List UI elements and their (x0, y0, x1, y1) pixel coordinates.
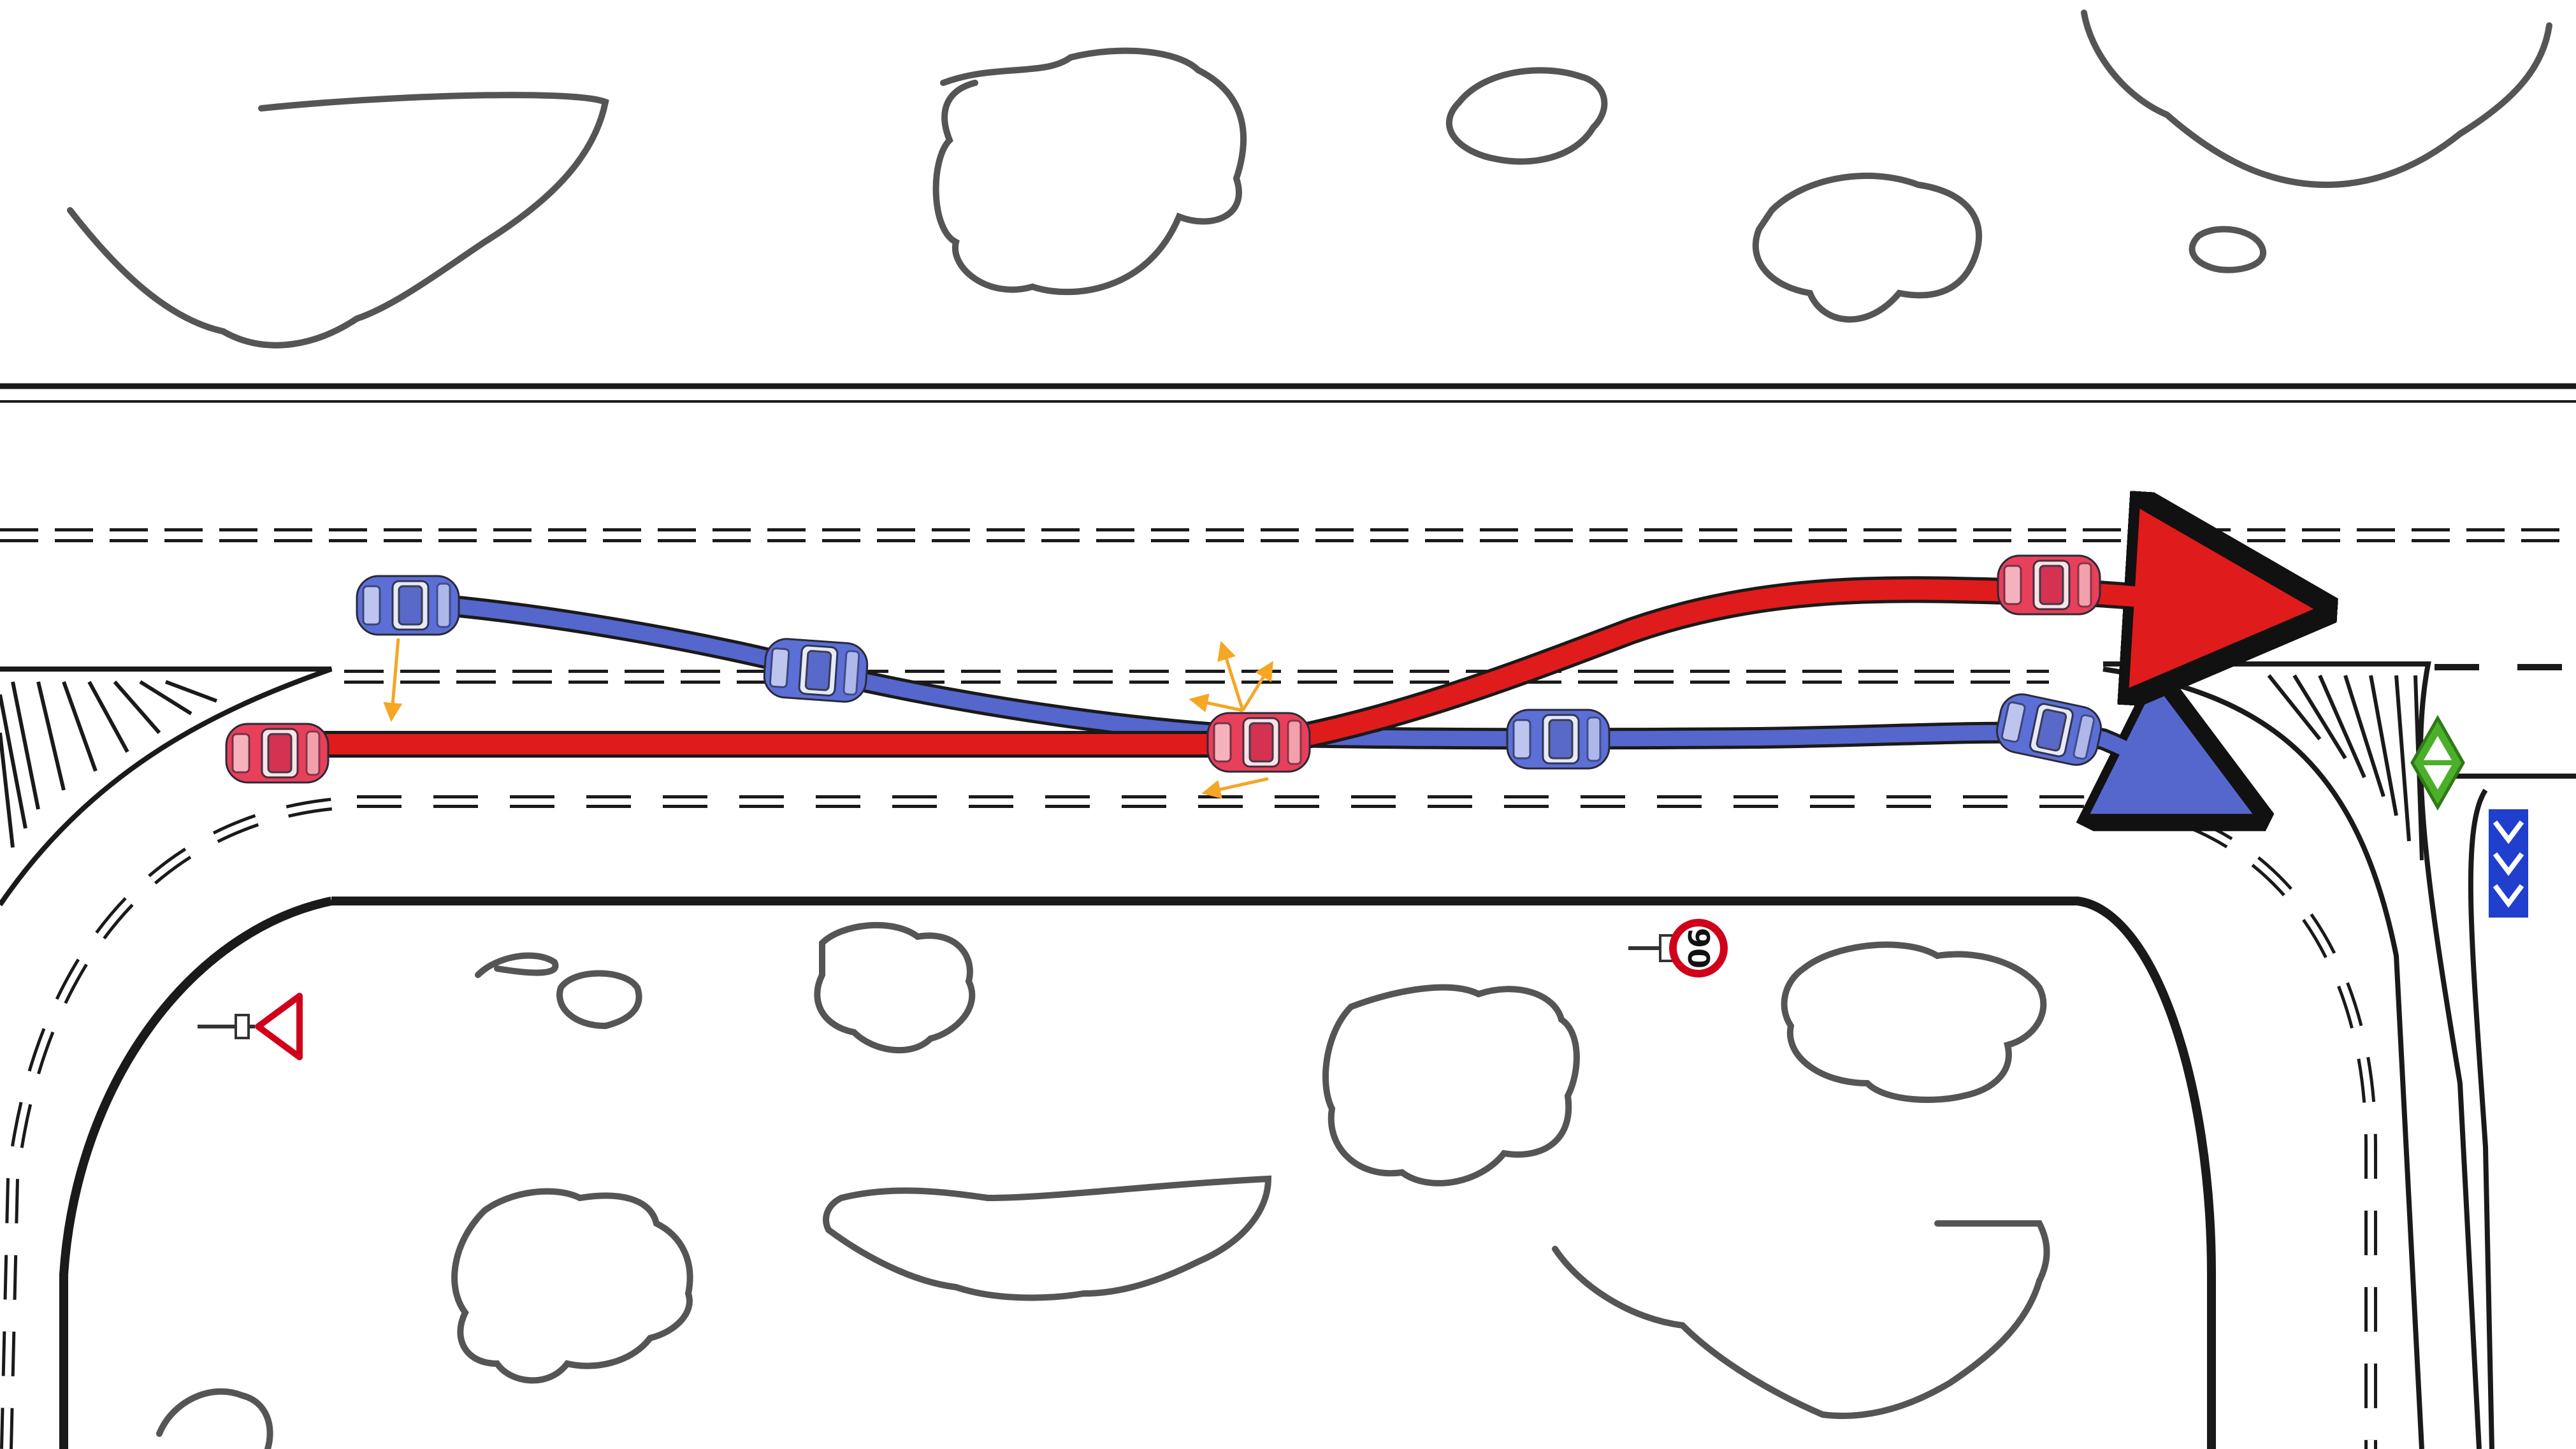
roadway (0, 383, 2576, 1449)
bush (2189, 226, 2267, 273)
bushes (67, 10, 2552, 1449)
chevron-board-icon (2489, 809, 2528, 918)
left-gore-area (0, 667, 333, 907)
yield-sign-icon (198, 993, 303, 1060)
blue-car (762, 637, 870, 704)
bush (556, 970, 642, 1030)
bush (451, 1188, 693, 1384)
bush (1752, 172, 1982, 323)
red-car (1206, 712, 1311, 773)
blue-car (1506, 709, 1610, 770)
right-gore-area (2103, 661, 2482, 1449)
bush (932, 47, 1247, 296)
signs: 90 (198, 714, 2528, 1060)
ramp-inner-edge (331, 897, 2216, 1449)
blue-turn-signal-arrow (383, 638, 403, 722)
bush (67, 92, 609, 349)
bush (475, 952, 559, 978)
diamond-direction-sign-icon (2410, 714, 2465, 811)
bush (156, 1388, 273, 1449)
bush (1322, 984, 1580, 1186)
blue-car (1992, 689, 2106, 770)
bush (2081, 10, 2552, 189)
red-turn-signal-arrow (1217, 640, 1245, 711)
signal-indicators (383, 638, 1273, 799)
bush (1781, 941, 2047, 1103)
blue-car (356, 575, 460, 636)
speed-limit-sign-icon: 90 (1628, 919, 1728, 977)
bush (1552, 1220, 2050, 1419)
red-car (225, 723, 329, 784)
bush (1445, 67, 1608, 165)
red-brake-signal-arrow (1201, 777, 1269, 799)
bush (814, 921, 976, 1054)
bush (823, 1175, 1272, 1301)
red-car (1997, 554, 2101, 616)
speed-limit-value: 90 (1681, 928, 1716, 969)
